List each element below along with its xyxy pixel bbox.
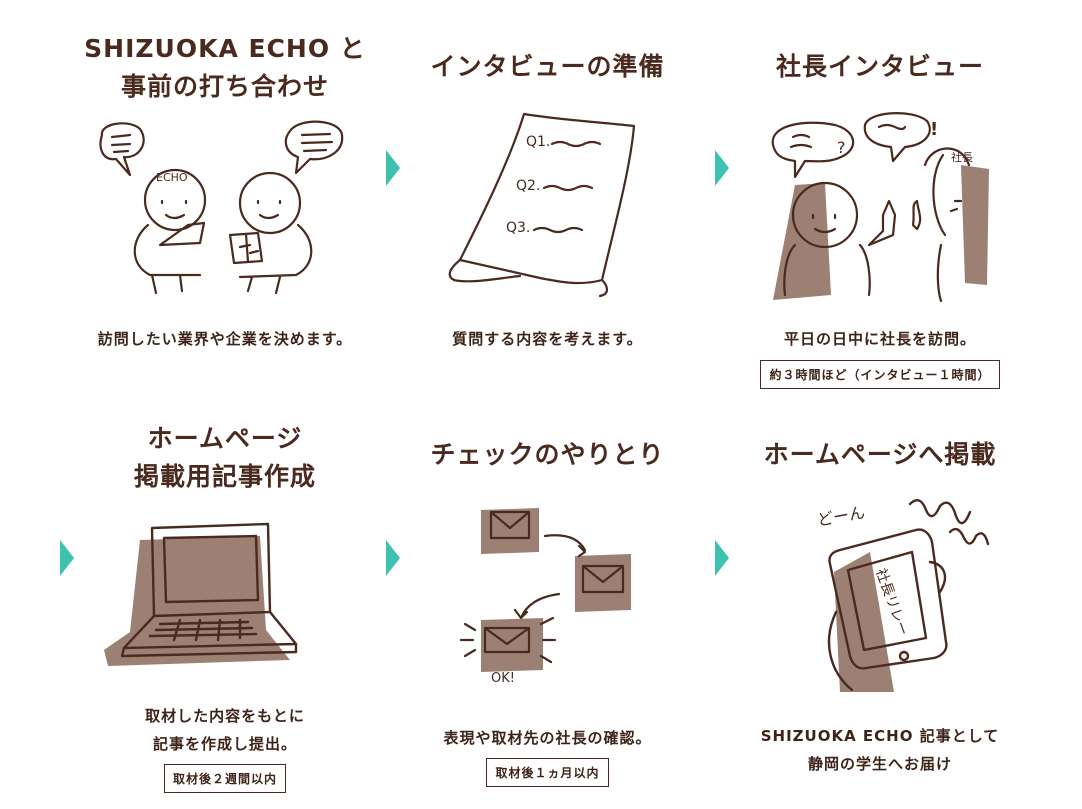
step-2-desc: 質問する内容を考えます。 (385, 325, 710, 353)
flow-arrow-icon (60, 540, 74, 576)
echo-label: ECHO (156, 171, 188, 184)
president-label: 社長 (951, 150, 973, 164)
step-title-line: ホームページへ掲載 (763, 440, 997, 469)
q1-label: Q1. (526, 134, 550, 150)
flow-arrow-icon (386, 150, 400, 186)
flow-arrow-icon (715, 540, 729, 576)
step-5-desc: 表現や取材先の社長の確認。 取材後１ヵ月以内 (385, 724, 710, 787)
step-2-title: インタビューの準備 (385, 48, 710, 86)
step-title-line: 事前の打ち合わせ (120, 72, 329, 101)
tablet-publish-illustration: どーん 社長リレー (816, 498, 990, 692)
step-1-title: SHIZUOKA ECHO と 事前の打ち合わせ (60, 30, 390, 106)
step-desc-line: 静岡の学生へお届け (807, 755, 952, 773)
q2-label: Q2. (516, 178, 540, 194)
step-6-desc: SHIZUOKA ECHO 記事として 静岡の学生へお届け (715, 722, 1045, 778)
meeting-illustration: ECHO (99, 120, 344, 295)
step-desc-line: 取材した内容をもとに (145, 707, 305, 725)
laptop-illustration (104, 522, 298, 666)
flow-arrow-icon (386, 540, 400, 576)
email-exchange-illustration: OK! (459, 508, 631, 686)
step-title-line: SHIZUOKA ECHO と (84, 34, 366, 63)
step-title-line: チェックのやりとり (430, 440, 665, 469)
step-desc-line: 訪問したい業界や企業を決めます。 (97, 330, 353, 348)
step-6-title: ホームページへ掲載 (715, 436, 1045, 474)
step-desc-line: 質問する内容を考えます。 (452, 330, 643, 348)
doon-label: どーん (816, 503, 867, 530)
deadline-note: 取材後１ヵ月以内 (486, 758, 609, 787)
ok-label: OK! (491, 671, 515, 686)
q3-label: Q3. (506, 220, 530, 236)
step-title-line: インタビューの準備 (430, 52, 665, 81)
step-4-title: ホームページ 掲載用記事作成 (60, 420, 390, 496)
interview-illustration: ? ! 社長 (771, 112, 989, 303)
step-1-desc: 訪問したい業界や企業を決めます。 (60, 325, 390, 353)
step-desc-line: 表現や取材先の社長の確認。 (443, 729, 652, 747)
question-sheet-illustration: Q1. Q2. Q3. (448, 112, 636, 298)
duration-note: 約３時間ほど（インタビュー１時間） (760, 360, 1000, 389)
flow-arrow-icon (715, 150, 729, 186)
deadline-note: 取材後２週間以内 (163, 764, 286, 793)
step-desc-line: 記事を作成し提出。 (152, 735, 297, 753)
step-title-line: 掲載用記事作成 (133, 462, 316, 491)
step-3-desc: 平日の日中に社長を訪問。 約３時間ほど（インタビュー１時間） (715, 325, 1045, 389)
step-desc-line: 平日の日中に社長を訪問。 (783, 330, 976, 348)
step-desc-line: SHIZUOKA ECHO 記事として (760, 727, 1000, 745)
exclamation-mark: ! (930, 119, 938, 140)
step-5-title: チェックのやりとり (385, 436, 710, 474)
step-4-desc: 取材した内容をもとに 記事を作成し提出。 取材後２週間以内 (60, 702, 390, 793)
step-title-line: 社長インタビュー (775, 52, 984, 81)
question-mark: ? (837, 138, 846, 157)
step-3-title: 社長インタビュー (715, 48, 1045, 86)
step-title-line: ホームページ (147, 424, 303, 453)
